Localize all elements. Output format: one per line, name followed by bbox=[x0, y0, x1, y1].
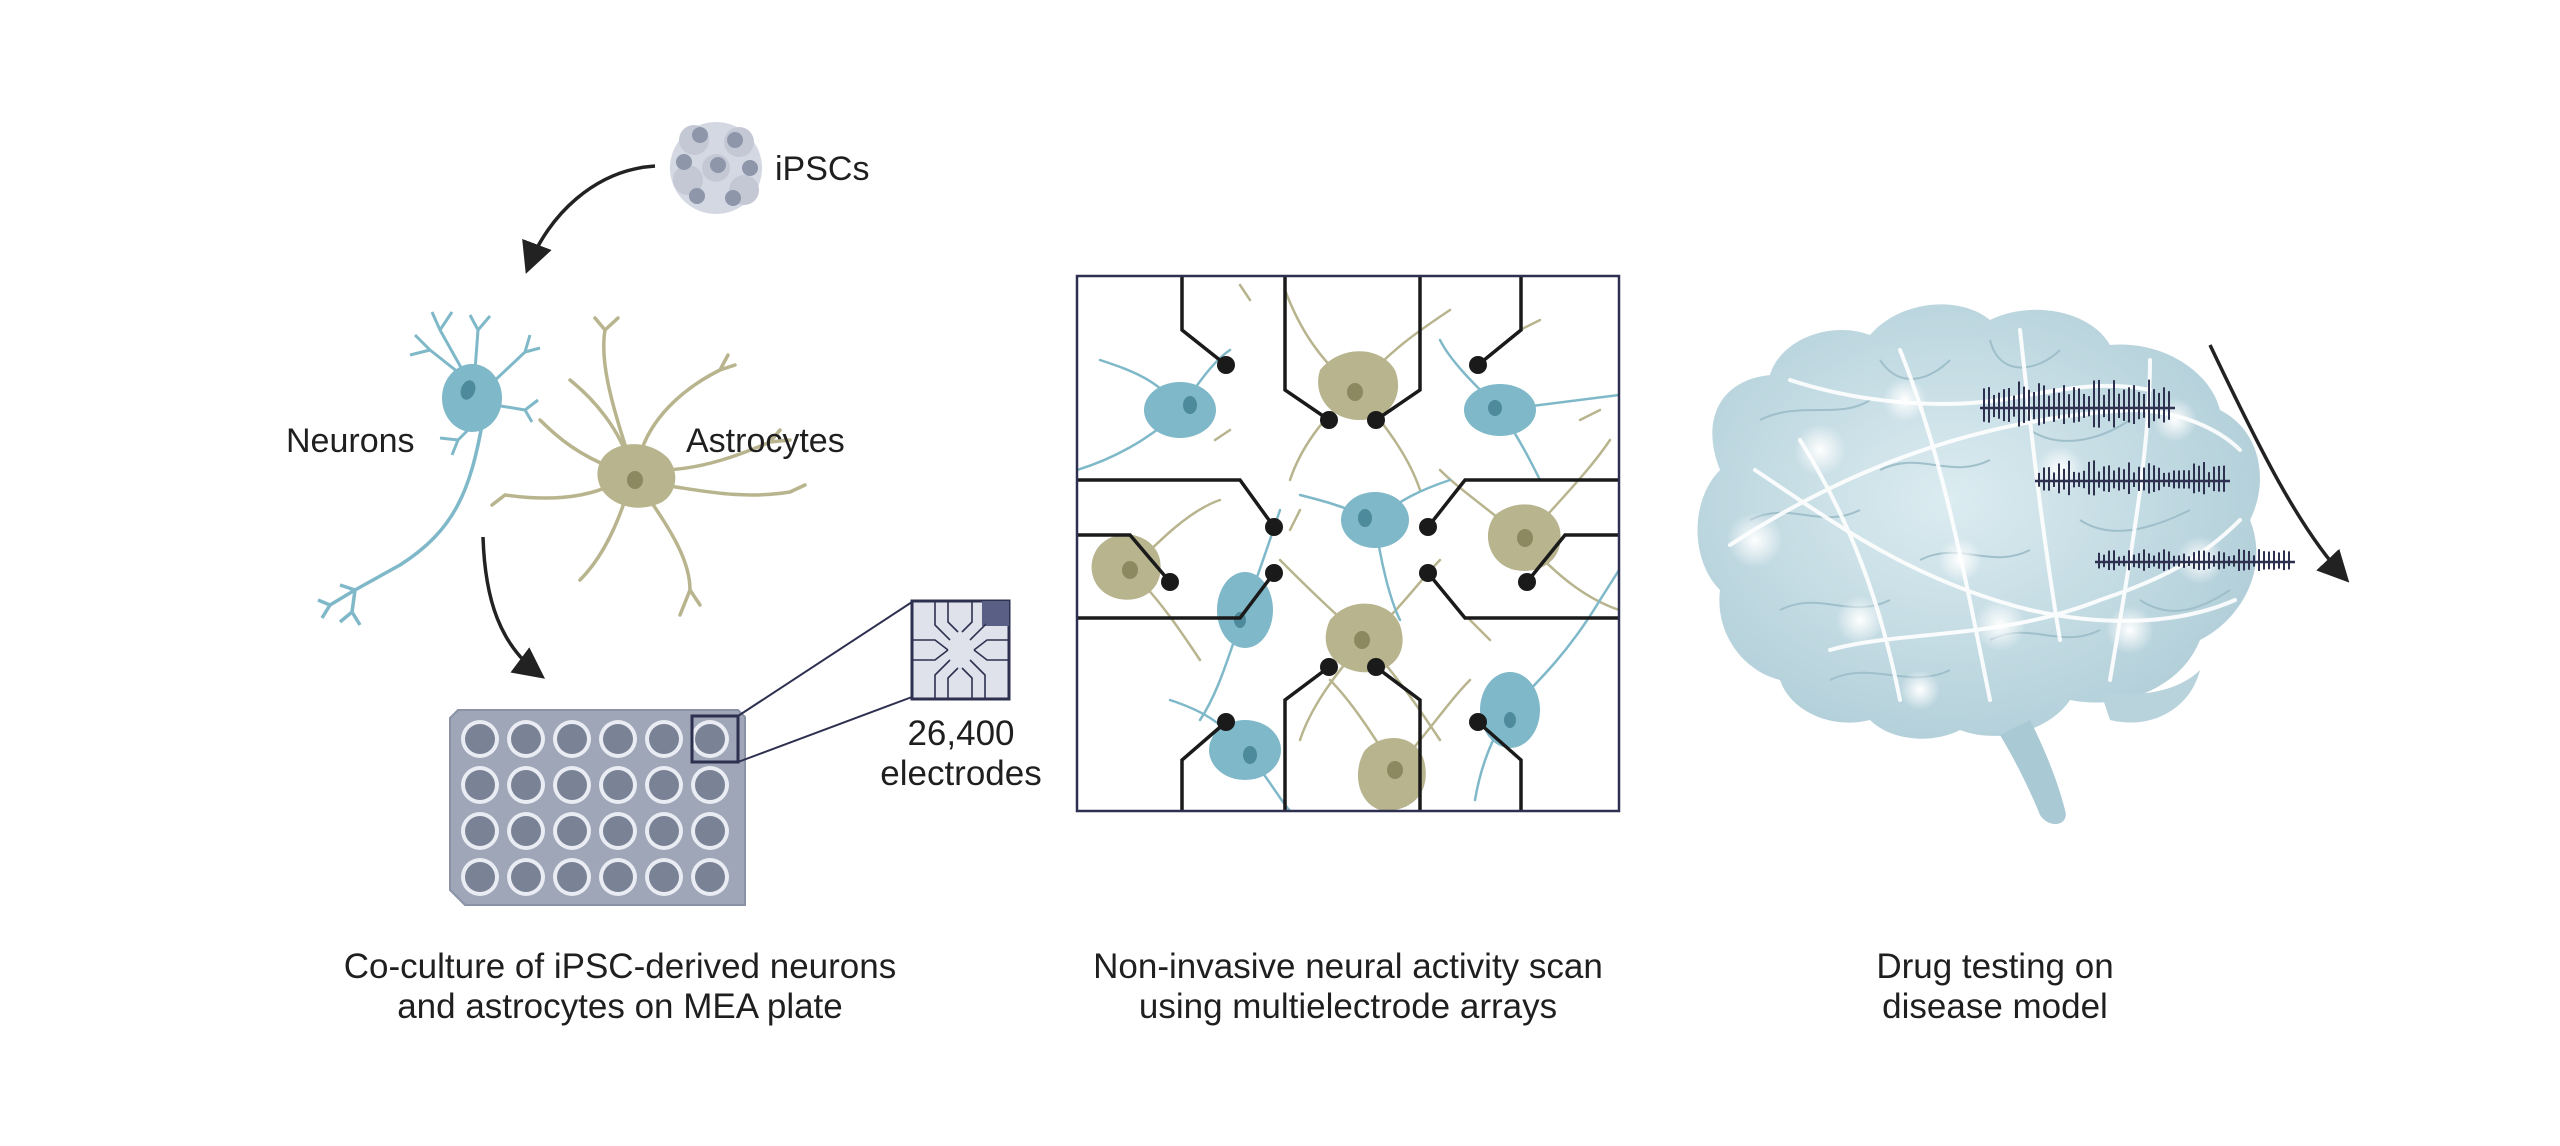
mea-field bbox=[1077, 276, 1619, 811]
plate-well-center bbox=[649, 816, 679, 846]
scan-panel: Non-invasive neural activity scan using … bbox=[1075, 274, 1621, 1026]
outcome-arrow bbox=[2208, 344, 2350, 583]
electrode-unit: electrodes bbox=[880, 754, 1041, 793]
plate-well-center bbox=[695, 724, 725, 754]
electrode-traces bbox=[1077, 276, 1619, 811]
culture-caption-line2: and astrocytes on MEA plate bbox=[397, 987, 843, 1026]
astrocytes-label: Astrocytes bbox=[686, 422, 845, 460]
plate-well-center bbox=[511, 862, 541, 892]
zoom-line-top bbox=[737, 601, 913, 717]
zoom-line-bottom bbox=[737, 696, 913, 763]
scan-caption-line1: Non-invasive neural activity scan bbox=[1093, 947, 1603, 986]
plate-well-center bbox=[557, 816, 587, 846]
plate-well-center bbox=[465, 816, 495, 846]
plate-well-center bbox=[511, 724, 541, 754]
plate-well-center bbox=[695, 862, 725, 892]
neuron-soma bbox=[442, 364, 502, 432]
plate-well-center bbox=[511, 770, 541, 800]
neuron-cell-icon bbox=[317, 311, 541, 626]
astrocyte-processes bbox=[1128, 283, 1619, 772]
plate-wells bbox=[461, 720, 729, 896]
plate-well-center bbox=[465, 770, 495, 800]
plate-well-center bbox=[649, 724, 679, 754]
drug-caption-line1: Drug testing on bbox=[1876, 947, 2113, 986]
plate-well-center bbox=[511, 816, 541, 846]
plate-well-center bbox=[465, 862, 495, 892]
seeding-arrow bbox=[481, 536, 546, 679]
astrocyte-nucleus bbox=[627, 471, 643, 489]
selected-well-highlight bbox=[690, 714, 740, 764]
plate-well-center bbox=[649, 770, 679, 800]
neurons-label: Neurons bbox=[286, 422, 415, 460]
mea-field-frame bbox=[1075, 274, 1621, 813]
ipscs-label: iPSCs bbox=[775, 150, 869, 188]
drug-panel: Drug testing on disease model bbox=[1697, 304, 2350, 1026]
well-plate-icon bbox=[449, 709, 746, 906]
electrode-contacts bbox=[1161, 356, 1536, 731]
plate-well-center bbox=[557, 724, 587, 754]
drug-caption-line2: disease model bbox=[1882, 987, 2108, 1026]
spike-trains bbox=[1980, 379, 2295, 571]
plate-well-center bbox=[603, 724, 633, 754]
plate-well-center bbox=[603, 770, 633, 800]
plate-well-center bbox=[695, 816, 725, 846]
plate-well-center bbox=[557, 770, 587, 800]
plate-well-center bbox=[603, 862, 633, 892]
neuron-nucleus bbox=[460, 380, 476, 400]
electrode-chip-icon bbox=[910, 599, 1011, 701]
culture-panel: iPSCs Neurons Astrocyte bbox=[286, 122, 1042, 1026]
culture-caption-line1: Co-culture of iPSC-derived neurons bbox=[344, 947, 896, 986]
differentiation-arrow bbox=[522, 164, 656, 274]
ipsc-cluster-icon bbox=[670, 122, 762, 214]
electrode-count: 26,400 bbox=[907, 714, 1014, 753]
plate-well-center bbox=[465, 724, 495, 754]
scan-caption-line2: using multielectrode arrays bbox=[1139, 987, 1557, 1026]
plate-well-center bbox=[695, 770, 725, 800]
plate-well-center bbox=[557, 862, 587, 892]
mea-cells bbox=[1091, 351, 1561, 811]
plate-well-center bbox=[603, 816, 633, 846]
brain-icon bbox=[1697, 304, 2260, 825]
astrocyte-cell-icon bbox=[490, 316, 807, 617]
plate-well-center bbox=[649, 862, 679, 892]
